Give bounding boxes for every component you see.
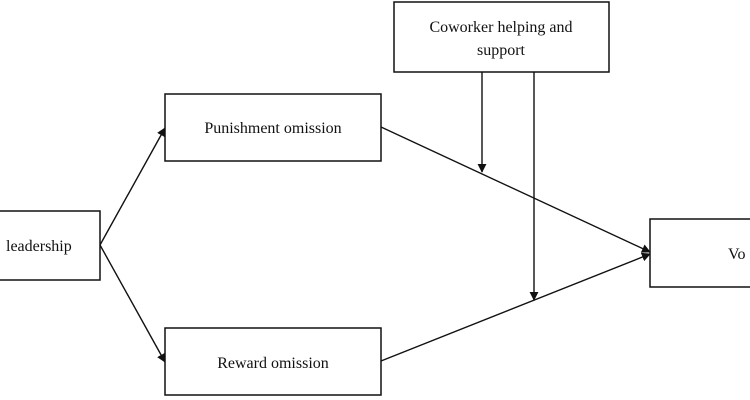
node-coworker-support-label-line1: Coworker helping and <box>429 19 572 36</box>
edge-leadership-to-punishment <box>99 127 166 246</box>
edge-punishment-to-voice <box>380 126 651 253</box>
node-reward-omission: Reward omission <box>164 327 382 396</box>
node-punishment-omission-label: Punishment omission <box>204 120 341 137</box>
node-punishment-omission: Punishment omission <box>164 93 382 162</box>
node-reward-omission-label: Reward omission <box>217 355 329 372</box>
node-coworker-support: Coworker helping and support <box>393 1 610 73</box>
node-voice: Vo <box>649 218 750 288</box>
node-coworker-support-label-line2: support <box>477 42 526 59</box>
node-leadership: leadership <box>0 210 101 281</box>
node-leadership-label: leadership <box>6 238 72 255</box>
node-voice-label: Vo <box>728 246 746 263</box>
edge-leadership-to-reward <box>99 244 166 363</box>
edge-reward-to-voice <box>380 252 651 362</box>
